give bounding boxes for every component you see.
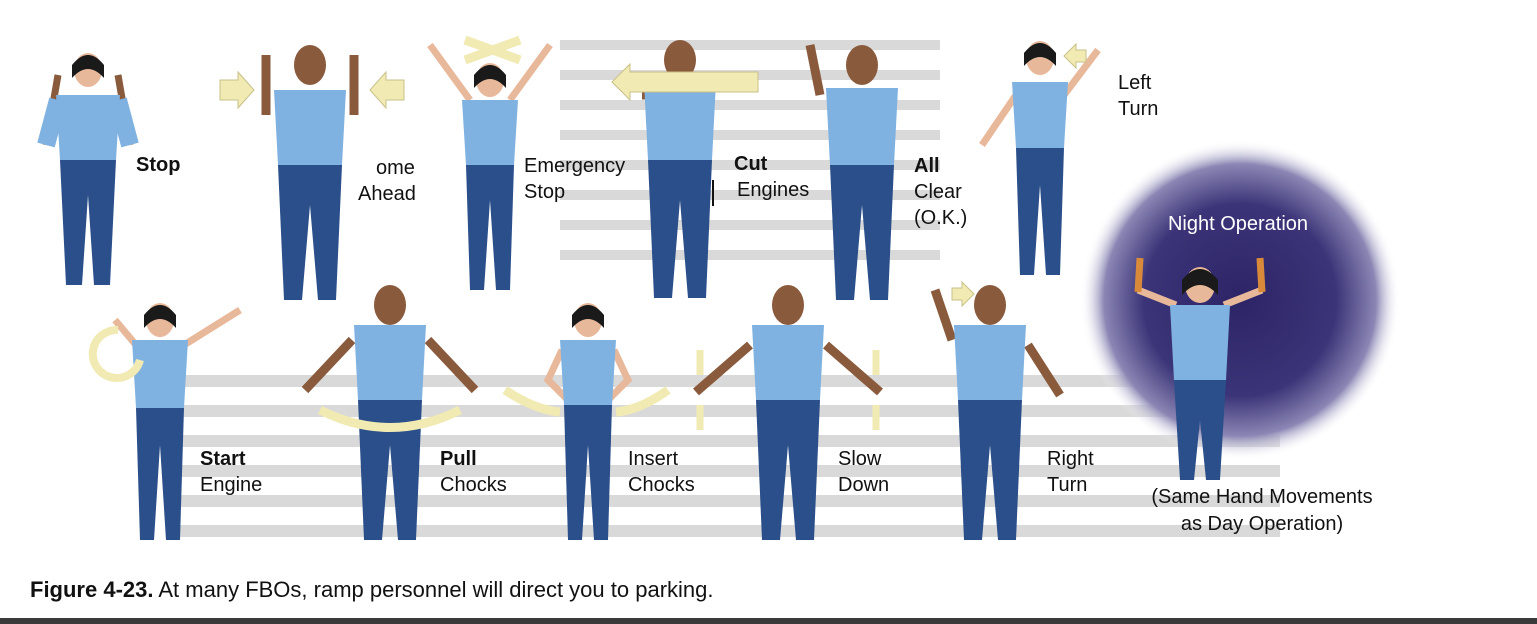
figure-all-clear bbox=[810, 45, 898, 300]
label-insert-chocks: Insert Chocks bbox=[628, 446, 695, 498]
figure-left-turn bbox=[982, 41, 1098, 275]
emergency-stop-cross-arrows bbox=[465, 40, 520, 60]
label-same-hand-movements: (Same Hand Movements as Day Operation) bbox=[1112, 484, 1412, 538]
figure-stop bbox=[46, 53, 130, 285]
label-night-operation: Night Operation bbox=[1128, 213, 1348, 236]
page-bottom-bar bbox=[0, 618, 1537, 624]
label-cut-engines: Cut Engines bbox=[734, 151, 809, 203]
figure-number: Figure 4-23. bbox=[30, 577, 153, 602]
label-emergency-stop: Emergency Stop bbox=[524, 153, 625, 205]
come-ahead-arrow-left bbox=[220, 72, 254, 108]
figure-caption: Figure 4-23. At many FBOs, ramp personne… bbox=[30, 577, 714, 603]
come-ahead-arrow-right bbox=[370, 72, 404, 108]
figure-caption-text: At many FBOs, ramp personnel will direct… bbox=[153, 577, 713, 602]
label-left-turn: Left Turn bbox=[1118, 70, 1158, 122]
figure-start-engine bbox=[115, 303, 240, 540]
label-come-ahead: ome Ahead bbox=[334, 155, 416, 207]
left-turn-arrow bbox=[1064, 44, 1086, 68]
label-pull-chocks: Pull Chocks bbox=[440, 446, 507, 498]
label-slow-down: Slow Down bbox=[838, 446, 889, 498]
figure-slow-down bbox=[696, 285, 880, 540]
cut-engines-mark bbox=[712, 180, 714, 206]
figure-right-turn bbox=[935, 285, 1060, 540]
figure-insert-chocks bbox=[548, 303, 628, 540]
label-all-clear: All Clear (O.K.) bbox=[914, 153, 967, 231]
label-stop: Stop bbox=[136, 152, 180, 178]
label-right-turn: Right Turn bbox=[1047, 446, 1094, 498]
right-turn-arrow bbox=[952, 282, 974, 306]
label-start-engine: Start Engine bbox=[200, 446, 262, 498]
